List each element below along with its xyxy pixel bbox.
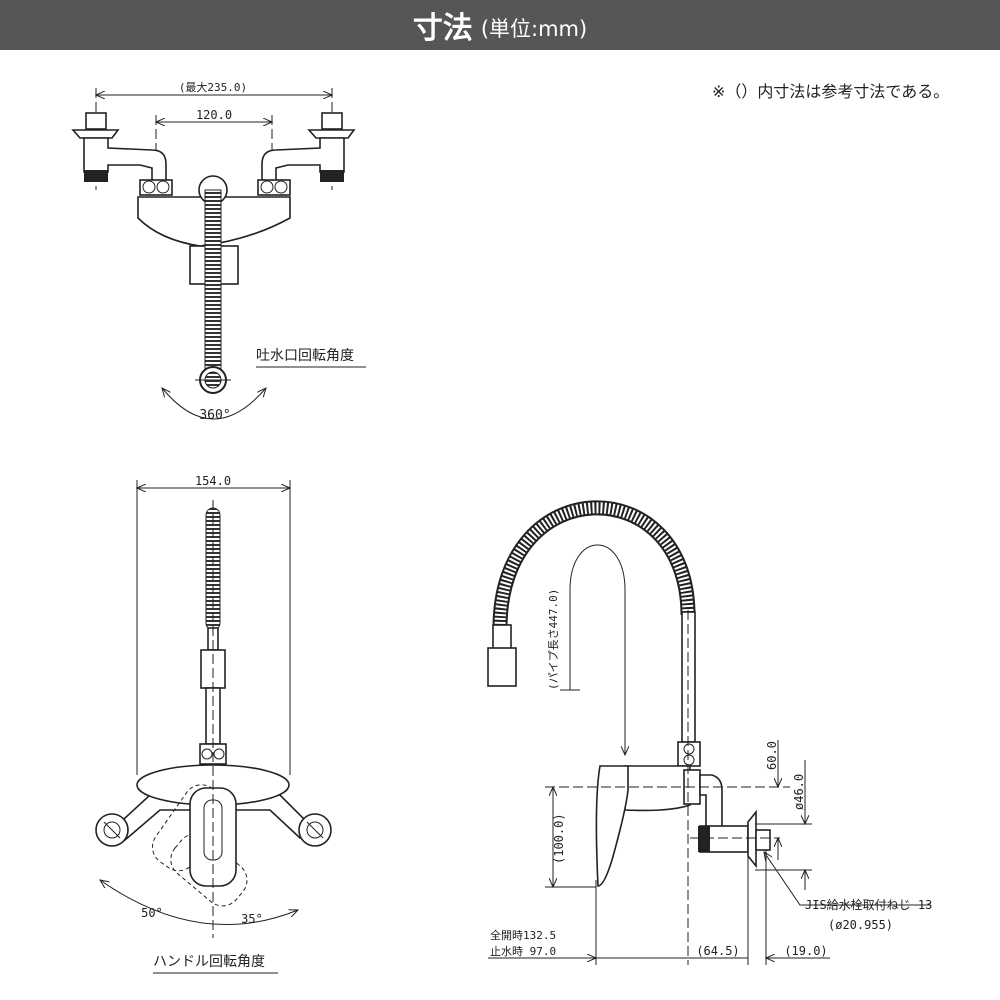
reference-note: ※（）内寸法は参考寸法である。 — [712, 82, 950, 101]
header-title: 寸法 — [412, 11, 473, 46]
dim-center-distance: 120.0 — [196, 108, 232, 122]
full-open-dim: 全開時132.5 — [490, 928, 556, 942]
handle-rotation-arc — [100, 880, 298, 925]
flexible-spout-hose — [205, 507, 221, 631]
union-nuts — [139, 179, 291, 196]
right-supply-valve — [261, 112, 356, 183]
pipe-length: (パイプ長さ447.0) — [547, 589, 560, 690]
spout-riser — [677, 611, 701, 767]
closed-dim: 止水時 97.0 — [490, 945, 556, 958]
pipe-length-dimension-line — [569, 544, 625, 755]
spout-rotation-label: 吐水口回転角度 — [256, 348, 354, 364]
section-header: 寸法 (単位:mm) — [0, 0, 1000, 50]
dim-64: (64.5) — [696, 944, 739, 958]
dim-max-width: (最大235.0) — [179, 80, 247, 94]
handle-angle-right: 35° — [241, 912, 263, 926]
handle-angle-left: 50° — [141, 906, 163, 920]
dim-100: (100.0) — [552, 813, 566, 864]
flexible-spout-hose — [492, 500, 696, 629]
dim-front-width: 154.0 — [195, 474, 231, 488]
front-view: 154.0 50° 35° ハンドル回転角度 — [95, 474, 332, 974]
thread-leader-line — [764, 852, 930, 906]
thread-diameter: (ø20.955) — [828, 918, 893, 932]
spout-rotation-arc — [162, 388, 266, 420]
flexible-spout-hose — [204, 189, 222, 381]
spout-angle: 360° — [199, 408, 230, 423]
left-supply-valve — [71, 112, 167, 183]
header-unit: (単位:mm) — [480, 17, 588, 41]
dim-19: (19.0) — [784, 944, 827, 958]
handle-rotation-label: ハンドル回転角度 — [153, 954, 265, 970]
dim-46: ø46.0 — [792, 774, 806, 810]
supply-elbow — [683, 769, 771, 869]
spout-outlet — [487, 624, 517, 687]
faucet-body-side — [624, 765, 691, 812]
top-view: (最大235.0) 120.0 360° 吐水口回転角度 — [71, 80, 366, 423]
dim-60: 60.0 — [765, 741, 779, 770]
side-view: (パイプ長さ447.0) (100.0) 60.0 ø46.0 JIS給水栓取付… — [487, 500, 932, 965]
thread-label: JIS給水栓取付ねじ 13 — [805, 897, 932, 912]
lever-handle — [595, 765, 629, 887]
